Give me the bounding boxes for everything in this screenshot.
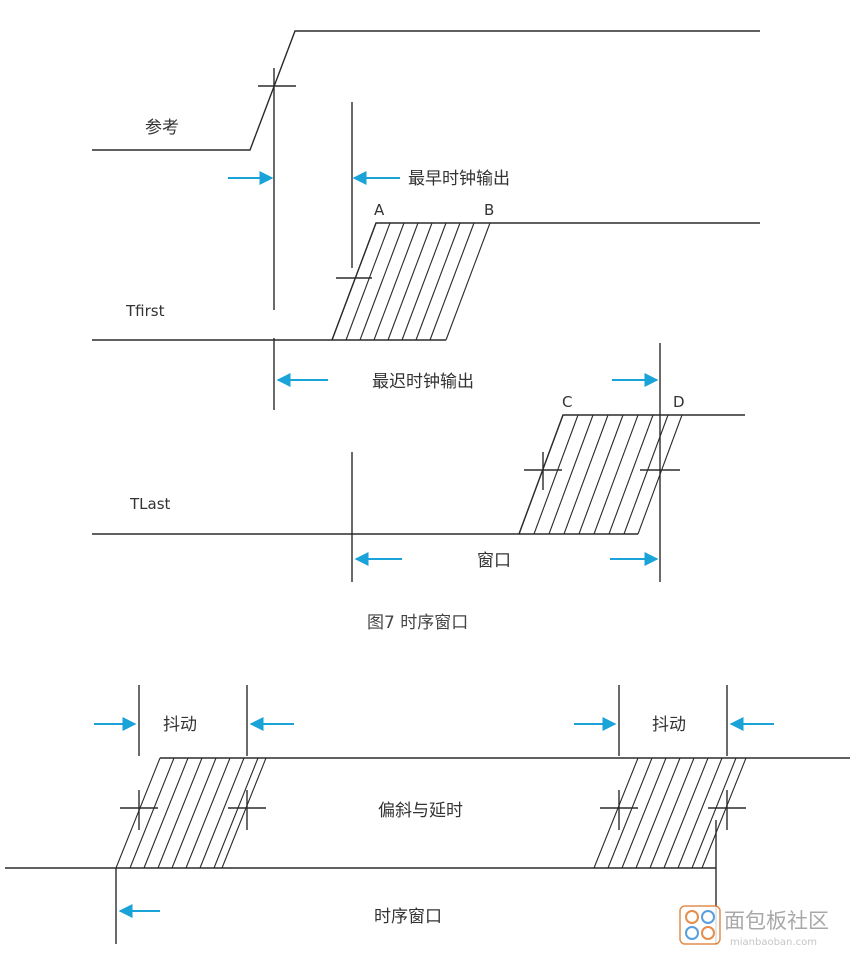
- label-skew-delay: 偏斜与延时: [378, 801, 463, 821]
- label-reference: 参考: [145, 118, 179, 138]
- label-latest-clock: 最迟时钟输出: [372, 372, 474, 392]
- point-a: A: [374, 201, 385, 219]
- label-timing-window: 时序窗口: [374, 907, 442, 927]
- watermark-logo-icon: [679, 905, 721, 945]
- figure-8-jitter-skew: 抖动 抖动 偏斜与延时 时序窗口: [5, 685, 850, 944]
- tfirst-waveform: [92, 222, 760, 341]
- point-d: D: [673, 393, 685, 411]
- label-earliest-clock: 最早时钟输出: [408, 169, 510, 189]
- label-tfirst: Tfirst: [125, 302, 165, 320]
- label-tlast: TLast: [129, 495, 171, 513]
- watermark-url: mianbaoban.com: [730, 937, 817, 948]
- right-jitter-hatch: [593, 757, 747, 869]
- left-jitter-hatch: [115, 757, 267, 869]
- figure-7-timing-window: 参考 最早时钟输出 A B Tfirst 最迟时钟输出 C D TLast 窗口…: [92, 30, 760, 633]
- tfirst-uncertainty-hatch: [331, 222, 491, 341]
- label-jitter-right: 抖动: [652, 715, 686, 735]
- label-window: 窗口: [477, 551, 511, 571]
- watermark: 面包板社区 mianbaoban.com: [679, 905, 829, 948]
- point-b: B: [484, 201, 494, 219]
- figure-7-caption: 图7 时序窗口: [367, 613, 468, 633]
- tlast-uncertainty-hatch: [518, 414, 683, 535]
- label-jitter-left: 抖动: [163, 715, 197, 735]
- watermark-title: 面包板社区: [724, 909, 829, 933]
- reference-waveform: [92, 30, 760, 151]
- tlast-waveform: [92, 414, 745, 535]
- point-c: C: [562, 393, 572, 411]
